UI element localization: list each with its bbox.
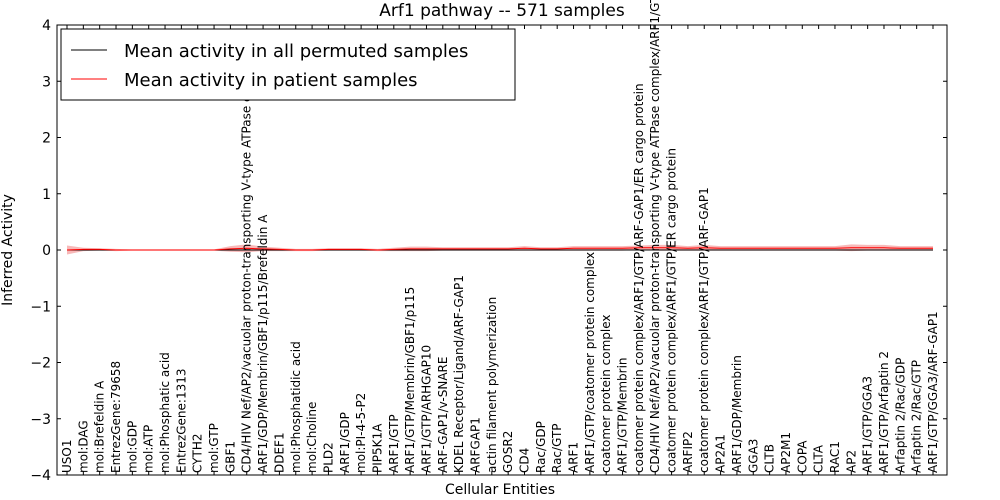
x-tick-label: ARF1/GDP bbox=[338, 412, 352, 473]
x-tick-label: coatomer protein complex/ARF1/GTP/ARF-GA… bbox=[632, 83, 646, 473]
x-tick-label: EntrezGene:79658 bbox=[109, 361, 123, 473]
x-tick-label: ARF1 bbox=[567, 442, 581, 473]
x-tick-label: mol:Choline bbox=[305, 402, 319, 473]
x-tick-label: RAC1 bbox=[828, 441, 842, 473]
x-tick-label: coatomer protein complex/ARF1/GTP/ARF-GA… bbox=[697, 187, 711, 473]
series-line-patient bbox=[66, 247, 933, 251]
y-tick-label: 4 bbox=[42, 18, 51, 34]
x-tick-label: mol:PI-4-5-P2 bbox=[354, 393, 368, 473]
patient-spread-band-layer bbox=[67, 244, 933, 255]
x-tick-label: AP2 bbox=[844, 450, 858, 473]
y-tick-label: 0 bbox=[42, 243, 51, 259]
x-tick-label: USO1 bbox=[60, 440, 74, 473]
y-tick-label: −1 bbox=[30, 299, 51, 315]
x-tick-label: ARF1/GTP/GGA3/ARF-GAP1 bbox=[926, 311, 940, 473]
x-tick-label: AP2M1 bbox=[779, 432, 793, 473]
x-tick-label: coatomer protein complex bbox=[599, 315, 613, 473]
x-tick-label: GBF1 bbox=[223, 441, 237, 473]
x-tick-label: ARF1/GTP/Arfaptin 2 bbox=[877, 351, 891, 473]
x-tick-label: CD4/HIV Nef/AP2/vacuolar proton-transpor… bbox=[648, 0, 662, 473]
x-tick-label: PLD2 bbox=[321, 442, 335, 473]
y-tick-label: 1 bbox=[42, 187, 51, 203]
y-axis-label: Inferred Activity bbox=[0, 194, 16, 306]
x-tick-label: mol:ATP bbox=[142, 425, 156, 473]
x-tick-label: ARF1/GDP/Membrin bbox=[730, 355, 744, 473]
x-tick-label: Rac/GDP bbox=[534, 421, 548, 473]
legend-entry-permuted: Mean activity in all permuted samples bbox=[124, 41, 468, 62]
x-tick-label: CLTB bbox=[763, 444, 777, 473]
x-tick-label: mol:GTP bbox=[207, 423, 221, 473]
x-tick-label: mol:Brefeldin A bbox=[93, 380, 107, 473]
x-tick-label: mol:Phosphatidic acid bbox=[289, 341, 303, 473]
patient-spread-band bbox=[67, 244, 933, 255]
x-tick-label: GGA3 bbox=[746, 439, 760, 473]
x-tick-label: Rac/GTP bbox=[550, 423, 564, 473]
x-tick-label: GOSR2 bbox=[501, 431, 515, 473]
x-tick-label: coatomer protein complex/ARF1/GTP/ER car… bbox=[665, 148, 679, 473]
x-tick-label: CD4 bbox=[518, 448, 532, 473]
legend-frame bbox=[60, 28, 516, 101]
y-axis: −4 −3 −2 −1 0 1 2 3 4 bbox=[30, 18, 947, 484]
x-tick-label: actin filament polymerization bbox=[485, 297, 499, 473]
y-tick-label: 2 bbox=[42, 131, 51, 147]
x-tick-label: Arfaptin 2/Rac/GTP bbox=[910, 360, 924, 473]
x-tick-label: ARF1/GTP/Membrin/GBF1/p115 bbox=[403, 287, 417, 473]
x-tick-label: ARF1/GTP/Membrin bbox=[616, 357, 630, 473]
x-tick-label: DDEF1 bbox=[272, 432, 286, 473]
y-tick-label: −4 bbox=[30, 468, 51, 484]
x-tick-label: ARF1/GTP/GGA3 bbox=[861, 376, 875, 473]
x-tick-label: CLTA bbox=[812, 444, 826, 473]
x-tick-label: ARF1/GTP/ARHGAP10 bbox=[420, 345, 434, 473]
legend: Mean activity in all permuted samples Me… bbox=[60, 28, 516, 101]
x-tick-label: ARFIP2 bbox=[681, 431, 695, 473]
x-tick-label: ARFGAP1 bbox=[469, 417, 483, 473]
x-tick-label: ARF-GAP1/v-SNARE bbox=[436, 357, 450, 473]
x-tick-label: EntrezGene:1313 bbox=[174, 369, 188, 474]
x-tick-label: CYTH2 bbox=[191, 434, 205, 474]
x-tick-label: mol:GDP bbox=[125, 421, 139, 473]
x-tick-label: COPA bbox=[795, 440, 809, 473]
x-tick-label: ARF1/GTP bbox=[387, 414, 401, 473]
x-tick-label: PIP5K1A bbox=[371, 423, 385, 473]
x-tick-label: KDEL Receptor/Ligand/ARF-GAP1 bbox=[452, 275, 466, 473]
y-tick-label: −2 bbox=[30, 356, 51, 372]
y-tick-label: −3 bbox=[30, 412, 51, 428]
series-lines-layer bbox=[66, 247, 933, 251]
x-tick-label: CD4/HIV Nef/AP2/vacuolar proton-transpor… bbox=[240, 51, 254, 473]
chart-title: Arf1 pathway -- 571 samples bbox=[379, 1, 625, 21]
x-tick-label: AP2A1 bbox=[714, 434, 728, 473]
x-tick-label: ARF1/GDP/Membrin/GBF1/p115/Brefeldin A bbox=[256, 214, 270, 473]
x-axis-label: Cellular Entities bbox=[445, 482, 555, 498]
legend-entry-patient: Mean activity in patient samples bbox=[124, 70, 418, 91]
x-tick-label: mol:DAG bbox=[76, 420, 90, 473]
y-tick-label: 3 bbox=[42, 74, 51, 90]
x-tick-label: Arfaptin 2/Rac/GDP bbox=[893, 358, 907, 473]
x-tick-label: ARF1/GTP/coatomer protein complex bbox=[583, 252, 597, 473]
x-tick-label: mol:Phosphatic acid bbox=[158, 352, 172, 473]
